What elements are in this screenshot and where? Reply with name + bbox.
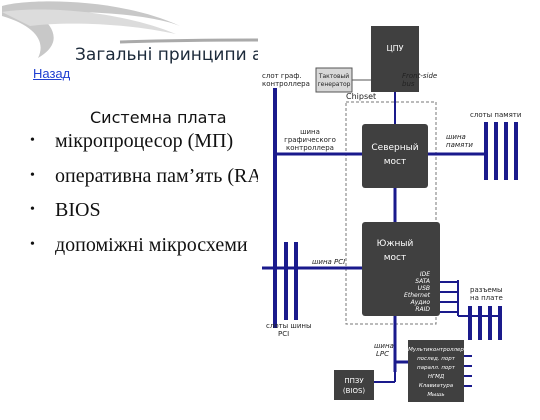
chipset-label: Chipset xyxy=(346,92,376,101)
bios-label-1: ППЗУ xyxy=(344,377,364,385)
board-connector xyxy=(488,306,492,340)
io-label-6: Мышь xyxy=(427,392,444,398)
pci-slots-label-2: PCI xyxy=(278,330,289,338)
clock-gen-label-2: генератор xyxy=(318,81,351,88)
pci-bus-label: шина PCI xyxy=(312,258,345,266)
sb-port-ide: IDE xyxy=(420,271,430,278)
bullet-item: • оперативна пам’ять (RA xyxy=(30,159,262,194)
pci-slot xyxy=(294,242,298,320)
back-link[interactable]: Назад xyxy=(33,66,71,81)
memory-slot xyxy=(494,122,498,180)
memory-slot xyxy=(484,122,488,180)
bullet-dot-icon: • xyxy=(30,167,35,183)
io-label-2: послед. порт xyxy=(417,356,456,362)
bullet-text: оперативна пам’ять (RA xyxy=(55,164,262,187)
slide-title: Загальні принципи а xyxy=(75,45,263,65)
motherboard-diagram: Chipset ЦПУ Тактовый генератор слот граф… xyxy=(258,22,528,414)
memory-slots-label: слоты памяти xyxy=(470,111,521,119)
board-connector xyxy=(468,306,472,340)
bios-label-2: (BIOS) xyxy=(343,387,366,395)
swoosh-decoration xyxy=(2,1,259,59)
southbridge-label-2: мост xyxy=(384,253,407,263)
fsb-label-1: Front-side xyxy=(402,72,437,80)
io-label-3: паралл. порт xyxy=(417,365,456,371)
bullet-dot-icon: • xyxy=(30,202,35,217)
board-connectors-label-1: разъемы xyxy=(470,286,503,294)
memory-bus-label-1: шина xyxy=(446,133,466,141)
fsb-label-2: bus xyxy=(402,80,415,88)
io-controller-chip xyxy=(408,340,464,402)
io-label-1: Мультиконтроллер xyxy=(408,347,464,353)
memory-slot xyxy=(504,122,508,180)
graphics-bus-label-3: контроллера xyxy=(286,144,334,152)
graphics-slot-label-2: контроллера xyxy=(262,80,310,88)
bios-chip xyxy=(334,370,374,400)
graphics-bus-label-2: графического xyxy=(284,136,336,144)
sb-port-audio: Аудио xyxy=(410,299,431,306)
bullet-list: • мікропроцесор (МП) • оперативна пам’ять … xyxy=(30,124,262,262)
cpu-label: ЦПУ xyxy=(386,44,403,53)
sb-port-usb: USB xyxy=(418,285,430,292)
bullet-text: BIOS xyxy=(55,199,101,221)
slide-subtitle: Системна плата xyxy=(90,108,227,127)
lpc-bus-label-2: LPC xyxy=(376,350,389,358)
memory-bus-label-2: памяти xyxy=(446,141,473,149)
memory-slot xyxy=(514,122,518,180)
cpu-chip xyxy=(371,26,419,92)
board-connector xyxy=(478,306,482,340)
graphics-bus-label-1: шина xyxy=(300,128,320,136)
bullet-dot-icon: • xyxy=(30,133,35,148)
pci-slots-label-1: слоты шины xyxy=(266,322,312,330)
chipset-boundary xyxy=(345,101,437,325)
io-label-4: НГМД xyxy=(428,374,445,380)
sb-port-raid: RAID xyxy=(415,306,430,313)
lpc-bus-label-1: шина xyxy=(374,342,394,350)
clock-generator xyxy=(315,67,353,93)
sb-port-ethernet: Ethernet xyxy=(404,292,431,299)
io-label-5: Клавиатура xyxy=(419,383,454,389)
bullet-text: мікропроцесор (МП) xyxy=(55,130,234,152)
graphics-slot-bar xyxy=(273,88,277,328)
northbridge-label-1: Северный xyxy=(371,143,418,153)
bullet-item: • допоміжні мікросхеми xyxy=(30,228,262,263)
southbridge-chip xyxy=(362,222,440,316)
bullet-item: • BIOS xyxy=(30,193,262,228)
pci-slot xyxy=(284,242,288,320)
graphics-slot-label-1: слот граф. xyxy=(262,72,302,80)
bullet-text: допоміжні мікросхеми xyxy=(55,233,248,256)
northbridge-chip xyxy=(362,124,428,188)
bullet-dot-icon: • xyxy=(30,236,35,252)
board-connectors-label-2: на плате xyxy=(470,294,503,302)
bullet-item: • мікропроцесор (МП) xyxy=(30,124,262,159)
sb-port-sata: SATA xyxy=(415,278,430,285)
board-connector xyxy=(498,306,502,340)
clock-gen-label-1: Тактовый xyxy=(318,73,349,80)
southbridge-label-1: Южный xyxy=(377,239,414,249)
northbridge-label-2: мост xyxy=(384,157,407,167)
